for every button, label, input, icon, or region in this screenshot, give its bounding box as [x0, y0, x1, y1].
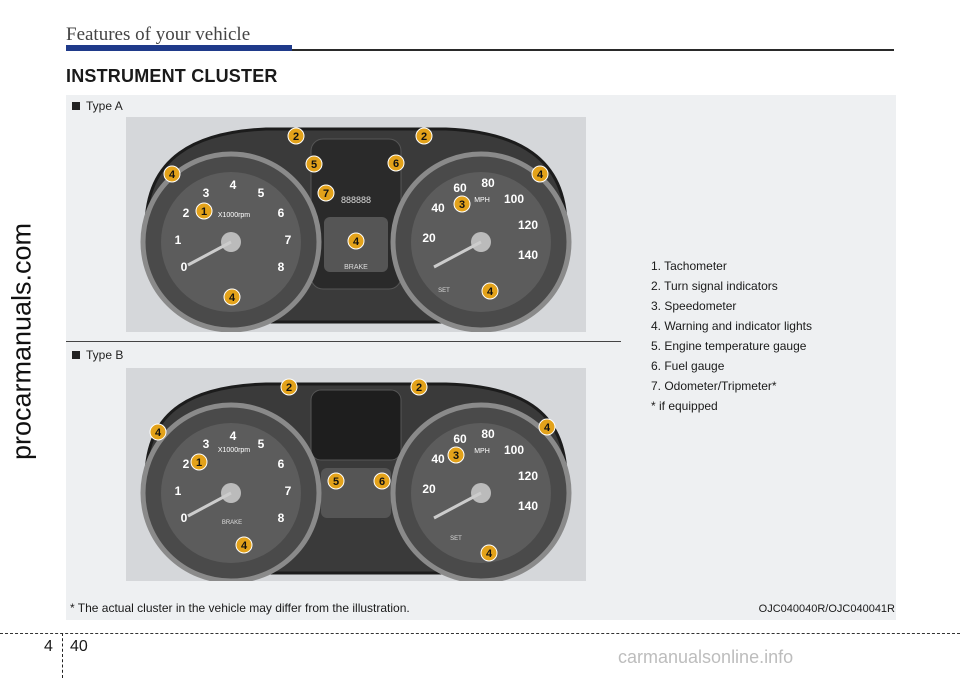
callout-marker: 6 [393, 158, 399, 170]
speed-number: 20 [422, 231, 436, 245]
speed-number: 100 [504, 192, 524, 206]
speed-number: 120 [518, 218, 538, 232]
type-a-text: Type A [86, 99, 123, 113]
tach-number: 4 [230, 429, 237, 443]
page-number: 40 [70, 638, 88, 655]
speed-number: 140 [518, 248, 538, 262]
section-title: Features of your vehicle [66, 24, 251, 45]
speed-number: 20 [422, 482, 436, 496]
callout-marker: 2 [421, 131, 427, 143]
header-accent-bar [66, 45, 292, 51]
speed-unit: MPH [474, 448, 490, 455]
type-b-text: Type B [86, 348, 124, 362]
figure-divider [66, 341, 621, 342]
callout-marker: 7 [323, 188, 329, 200]
speed-number: 80 [481, 176, 495, 190]
page-heading: INSTRUMENT CLUSTER [66, 66, 278, 86]
cluster-b-illustration: 0 1 2 3 4 5 6 7 8 20 40 60 80 100 120 14… [126, 368, 586, 581]
callout-marker: 2 [286, 382, 292, 394]
speed-number: 80 [481, 427, 495, 441]
page-footer-rule [0, 633, 960, 634]
tach-number: 1 [175, 484, 182, 498]
figure-code: OJC040040R/OJC040041R [758, 603, 895, 615]
callout-marker: 4 [229, 292, 236, 304]
callout-marker: 4 [169, 169, 176, 181]
tach-number: 8 [278, 260, 285, 274]
component-legend: 1. Tachometer 2. Turn signal indicators … [651, 256, 812, 416]
speed-number: 60 [453, 432, 467, 446]
speed-number: 60 [453, 181, 467, 195]
watermark-left: procarmanuals.com [6, 222, 37, 461]
tach-number: 6 [278, 206, 285, 220]
type-b-label: Type B [72, 348, 123, 362]
callout-marker: 5 [311, 159, 317, 171]
tach-number: 7 [285, 484, 292, 498]
odometer-digits: 888888 [341, 195, 371, 205]
callout-marker: 6 [379, 476, 385, 488]
callout-marker: 4 [353, 236, 360, 248]
callout-marker: 4 [544, 422, 551, 434]
callout-marker: 3 [453, 450, 459, 462]
callout-marker: 4 [241, 540, 248, 552]
legend-item: * if equipped [651, 399, 718, 413]
tach-number: 2 [183, 457, 190, 471]
tach-number: 8 [278, 511, 285, 525]
speed-number: 40 [431, 452, 445, 466]
tach-number: 0 [181, 260, 188, 274]
page-number-separator [62, 633, 64, 678]
callout-marker: 4 [537, 169, 544, 181]
legend-item: 4. Warning and indicator lights [651, 319, 812, 333]
speed-number: 100 [504, 443, 524, 457]
type-a-label: Type A [72, 99, 123, 113]
callout-marker: 4 [487, 286, 494, 298]
callout-marker: 2 [293, 131, 299, 143]
figure-footnote: * The actual cluster in the vehicle may … [70, 601, 410, 615]
tach-number: 3 [203, 437, 210, 451]
tach-number: 1 [175, 233, 182, 247]
chapter-number: 4 [44, 638, 53, 655]
set-label: SET [438, 288, 450, 294]
legend-item: 3. Speedometer [651, 299, 737, 313]
callout-marker: 4 [155, 427, 162, 439]
legend-item: 6. Fuel gauge [651, 359, 725, 373]
tach-number: 6 [278, 457, 285, 471]
bullet-square-icon [72, 351, 80, 359]
brake-label: BRAKE [222, 520, 242, 526]
legend-item: 7. Odometer/Tripmeter* [651, 379, 777, 393]
callout-marker: 1 [196, 457, 202, 469]
callout-marker: 3 [459, 199, 465, 211]
tach-number: 2 [183, 206, 190, 220]
brake-label: BRAKE [344, 264, 368, 271]
callout-marker: 4 [486, 548, 493, 560]
tach-number: 0 [181, 511, 188, 525]
tach-number: 5 [258, 437, 265, 451]
watermark-bottom: carmanualsonline.info [618, 647, 794, 667]
speed-number: 120 [518, 469, 538, 483]
speed-number: 140 [518, 499, 538, 513]
legend-item: 1. Tachometer [651, 259, 727, 273]
tach-number: 3 [203, 186, 210, 200]
callout-marker: 1 [201, 206, 207, 218]
callout-marker: 5 [333, 476, 339, 488]
tach-number: 4 [230, 178, 237, 192]
speed-unit: MPH [474, 197, 490, 204]
legend-item: 2. Turn signal indicators [651, 279, 778, 293]
header-rule [292, 49, 894, 51]
speed-number: 40 [431, 201, 445, 215]
tach-number: 5 [258, 186, 265, 200]
cluster-a-illustration: 0 1 2 3 4 5 6 7 8 20 40 60 80 100 120 14… [126, 117, 586, 332]
tach-number: 7 [285, 233, 292, 247]
bullet-square-icon [72, 102, 80, 110]
legend-item: 5. Engine temperature gauge [651, 339, 807, 353]
callout-marker: 2 [416, 382, 422, 394]
set-label: SET [450, 536, 462, 542]
tach-unit: X1000rpm [218, 212, 250, 219]
tach-unit: X1000rpm [218, 447, 250, 454]
